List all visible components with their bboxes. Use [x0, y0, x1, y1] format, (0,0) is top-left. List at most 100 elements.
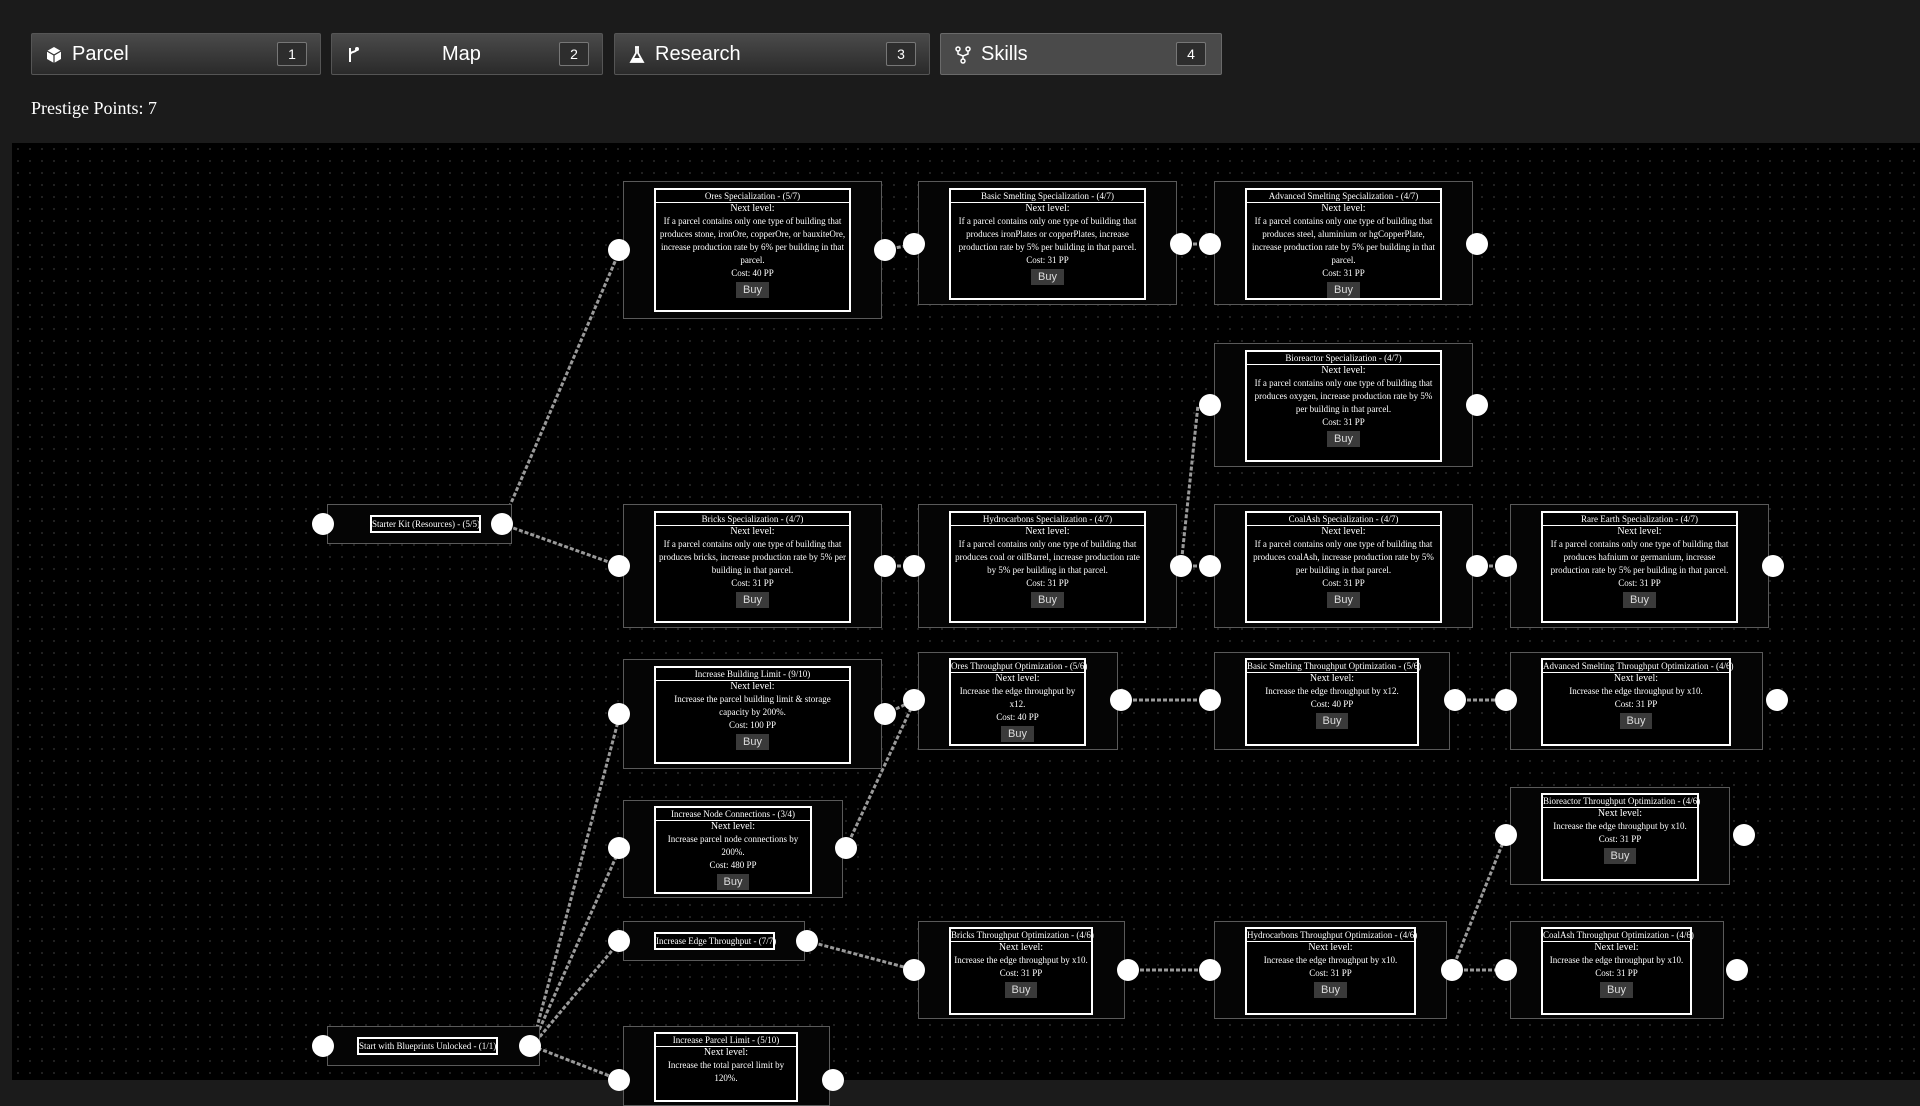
input-port[interactable] — [312, 1035, 334, 1057]
tab-research[interactable]: Research 3 — [614, 33, 930, 75]
input-port[interactable] — [1199, 959, 1221, 981]
output-port[interactable] — [1762, 555, 1784, 577]
output-port[interactable] — [1726, 959, 1748, 981]
skill-node[interactable]: Increase Parcel Limit - (5/10) Next leve… — [623, 1026, 830, 1106]
output-port[interactable] — [1170, 555, 1192, 577]
buy-button[interactable]: Buy — [1327, 592, 1360, 608]
output-port[interactable] — [1466, 394, 1488, 416]
cube-icon — [46, 47, 62, 63]
input-port[interactable] — [1199, 233, 1221, 255]
skill-node[interactable]: Bricks Throughput Optimization - (4/6) N… — [918, 921, 1125, 1019]
input-port[interactable] — [608, 703, 630, 725]
output-port[interactable] — [1117, 959, 1139, 981]
skill-description: Increase the total parcel limit by 120%. — [667, 1060, 785, 1083]
skill-node[interactable]: Rare Earth Specialization - (4/7) Next l… — [1510, 504, 1769, 628]
skill-node[interactable]: CoalAsh Specialization - (4/7) Next leve… — [1214, 504, 1473, 628]
input-port[interactable] — [608, 555, 630, 577]
output-port[interactable] — [822, 1069, 844, 1091]
fork-icon — [955, 46, 971, 64]
skill-title: Hydrocarbons Throughput Optimization - (… — [1247, 930, 1418, 942]
input-port[interactable] — [1199, 394, 1221, 416]
skill-node[interactable]: Advanced Smelting Throughput Optimizatio… — [1510, 652, 1763, 750]
output-port[interactable] — [1466, 233, 1488, 255]
output-port[interactable] — [1466, 555, 1488, 577]
output-port[interactable] — [491, 513, 513, 535]
skill-node[interactable]: Hydrocarbons Specialization - (4/7) Next… — [918, 504, 1177, 628]
buy-button[interactable]: Buy — [1327, 431, 1360, 447]
skill-description: If a parcel contains only one type of bu… — [1253, 539, 1434, 575]
next-level-label: Next level: — [998, 942, 1044, 953]
skill-node[interactable]: Increase Building Limit - (9/10) Next le… — [623, 659, 882, 769]
buy-button[interactable]: Buy — [716, 874, 750, 890]
input-port[interactable] — [1199, 555, 1221, 577]
skill-node[interactable]: Bioreactor Specialization - (4/7) Next l… — [1214, 343, 1473, 467]
skill-node[interactable]: Basic Smelting Specialization - (4/7) Ne… — [918, 181, 1177, 305]
skill-node[interactable]: Increase Node Connections - (3/4) Next l… — [623, 800, 843, 898]
input-port[interactable] — [1495, 689, 1517, 711]
input-port[interactable] — [608, 837, 630, 859]
skill-title: Bioreactor Throughput Optimization - (4/… — [1543, 796, 1701, 808]
buy-button[interactable]: Buy — [1031, 269, 1064, 285]
tab-bar: Parcel 1 Map 2 Research 3 Skills 4 — [0, 0, 1920, 90]
buy-button[interactable]: Buy — [736, 592, 769, 608]
output-port[interactable] — [519, 1035, 541, 1057]
buy-button[interactable]: Buy — [1623, 592, 1656, 608]
next-level-label: Next level: — [1025, 203, 1070, 214]
input-port[interactable] — [1495, 824, 1517, 846]
input-port[interactable] — [608, 239, 630, 261]
skill-card: Hydrocarbons Specialization - (4/7) Next… — [949, 511, 1146, 623]
buy-button[interactable]: Buy — [1600, 982, 1633, 998]
buy-button[interactable]: Buy — [1031, 592, 1064, 608]
buy-button[interactable]: Buy — [1315, 713, 1349, 729]
tab-skills[interactable]: Skills 4 — [940, 33, 1222, 75]
skill-node[interactable]: Increase Edge Throughput - (7/7) — [623, 921, 805, 961]
input-port[interactable] — [608, 1069, 630, 1091]
skill-node[interactable]: Ores Throughput Optimization - (5/6) Nex… — [918, 652, 1118, 750]
input-port[interactable] — [903, 233, 925, 255]
buy-button[interactable]: Buy — [1004, 982, 1038, 998]
output-port[interactable] — [1766, 689, 1788, 711]
buy-button[interactable]: Buy — [1619, 713, 1653, 729]
buy-button[interactable]: Buy — [1314, 982, 1347, 998]
output-port[interactable] — [1733, 824, 1755, 846]
output-port[interactable] — [1170, 233, 1192, 255]
skill-node[interactable]: Advanced Smelting Specialization - (4/7)… — [1214, 181, 1473, 305]
next-level-label: Next level: — [730, 203, 775, 214]
buy-button[interactable]: Buy — [736, 734, 769, 750]
output-port[interactable] — [1444, 689, 1466, 711]
prestige-points: Prestige Points: 7 — [31, 98, 158, 118]
output-port[interactable] — [1110, 689, 1132, 711]
tab-parcel[interactable]: Parcel 1 — [31, 33, 321, 75]
skill-node[interactable]: Ores Specialization - (5/7) Next level: … — [623, 181, 882, 319]
output-port[interactable] — [874, 555, 896, 577]
tab-map[interactable]: Map 2 — [331, 33, 603, 75]
buy-button[interactable]: Buy — [1001, 726, 1034, 742]
output-port[interactable] — [874, 239, 896, 261]
skill-node[interactable]: Bioreactor Throughput Optimization - (4/… — [1510, 787, 1730, 885]
output-port[interactable] — [835, 837, 857, 859]
input-port[interactable] — [1495, 555, 1517, 577]
input-port[interactable] — [608, 930, 630, 952]
input-port[interactable] — [903, 959, 925, 981]
buy-button[interactable]: Buy — [736, 282, 769, 298]
output-port[interactable] — [1441, 959, 1463, 981]
skill-node[interactable]: Starter Kit (Resources) - (5/5) — [327, 504, 512, 544]
input-port[interactable] — [312, 513, 334, 535]
skill-node[interactable]: CoalAsh Throughput Optimization - (4/6) … — [1510, 921, 1724, 1019]
skill-node[interactable]: Basic Smelting Throughput Optimization -… — [1214, 652, 1450, 750]
skill-tree-canvas[interactable]: Starter Kit (Resources) - (5/5) Start wi… — [12, 143, 1920, 1106]
input-port[interactable] — [1199, 689, 1221, 711]
skill-node[interactable]: Hydrocarbons Throughput Optimization - (… — [1214, 921, 1447, 1019]
skill-description: Increase the edge throughput by x12. — [959, 686, 1076, 709]
buy-button[interactable]: Buy — [1603, 848, 1637, 864]
skill-cost: Cost: 31 PP — [1598, 834, 1642, 844]
input-port[interactable] — [903, 555, 925, 577]
input-port[interactable] — [1495, 959, 1517, 981]
output-port[interactable] — [874, 703, 896, 725]
skill-node[interactable]: Bricks Specialization - (4/7) Next level… — [623, 504, 882, 628]
output-port[interactable] — [796, 930, 818, 952]
buy-button[interactable]: Buy — [1327, 282, 1360, 298]
skill-card: Bricks Throughput Optimization - (4/6) N… — [949, 927, 1094, 1015]
input-port[interactable] — [903, 689, 925, 711]
skill-node[interactable]: Start with Blueprints Unlocked - (1/1) — [327, 1026, 540, 1066]
